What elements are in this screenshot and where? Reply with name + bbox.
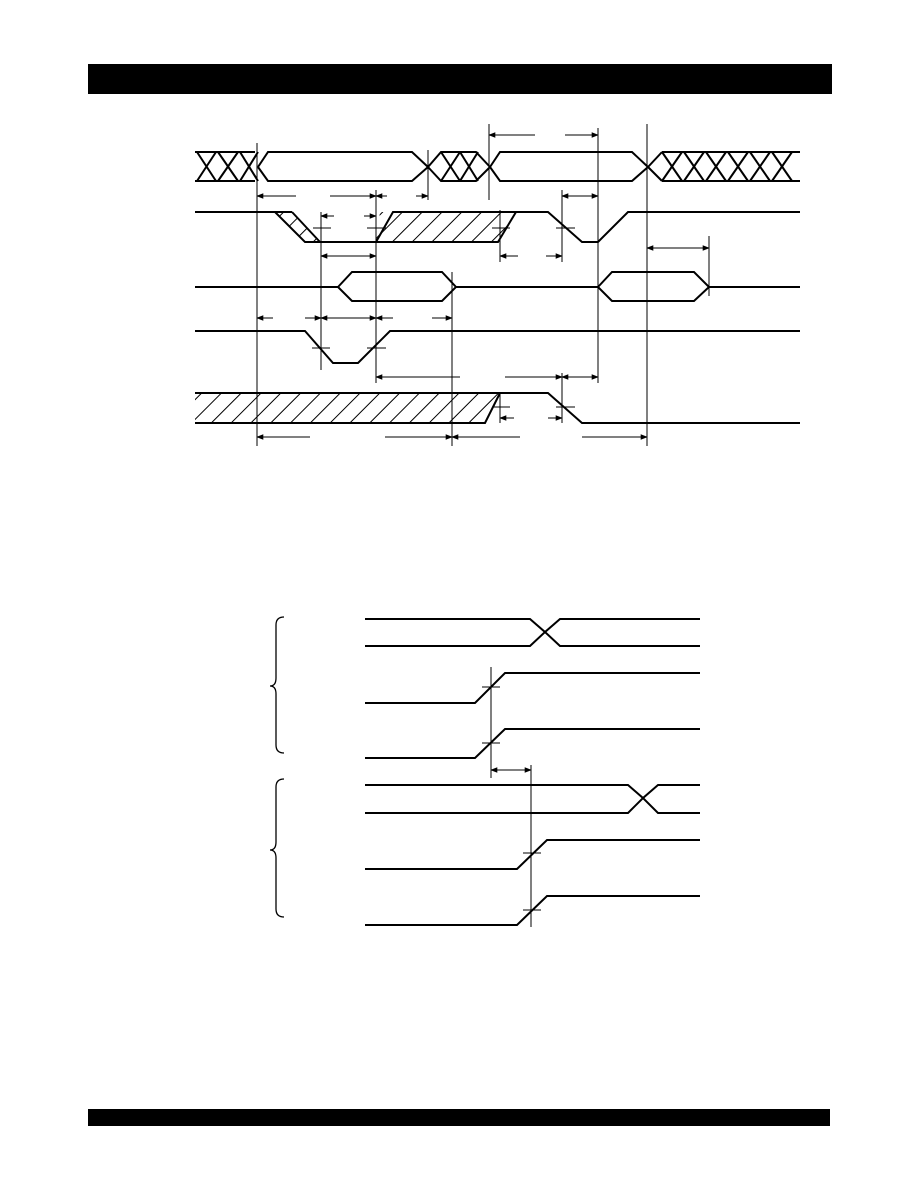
timing-arrows (256, 132, 710, 440)
enable-waveform (195, 330, 800, 364)
control-waveform (195, 392, 800, 424)
strobe-waveform (195, 211, 800, 243)
group1-bus (365, 618, 700, 647)
transition-ticks (312, 227, 575, 408)
address-bus-waveform (195, 151, 800, 182)
brace-upper (269, 616, 285, 754)
footer-bar (88, 1109, 830, 1126)
header-bar (88, 64, 832, 94)
group1-signal-a (365, 672, 700, 704)
brace-lower (269, 778, 285, 918)
group2-bus (365, 784, 700, 814)
group1-signal-b (365, 728, 700, 759)
timing-upper (195, 124, 800, 446)
group2-signal-a (365, 839, 700, 870)
timing-lower (269, 616, 700, 927)
